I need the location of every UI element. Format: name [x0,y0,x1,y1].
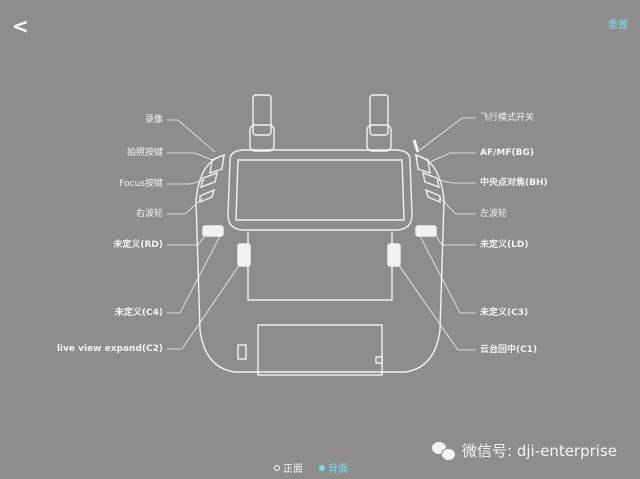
label-flight-mode: 飞行模式开关 [480,113,535,123]
tab-front[interactable]: 正面 [274,460,303,475]
label-c3: 未定义(C3) [480,308,529,318]
watermark-text: 微信号: dji-enterprise [462,442,618,460]
label-record: 录像 [144,115,163,125]
label-focus: Focus按键 [119,179,163,189]
tab-front-label: 正面 [283,464,303,475]
tab-back[interactable]: 背面 [319,460,348,475]
button-rd [202,225,224,237]
button-c4 [237,243,251,267]
controller-body [195,154,445,373]
tab-back-label: 背面 [328,464,348,475]
controller-top [227,149,413,231]
chevron-left-icon: < [12,14,29,38]
label-rd: 未定义(RD) [113,240,163,250]
label-left-dial: 左波轮 [480,209,508,219]
button-c3 [387,243,401,267]
label-c2: live view expand(C2) [56,344,163,354]
label-right-dial: 右波轮 [135,209,163,219]
radio-dot-icon [274,464,280,471]
label-c4: 未定义(C4) [114,308,163,318]
label-shutter: 拍照按键 [126,148,163,158]
antenna-left [249,94,275,152]
button-ld [415,225,437,237]
back-button[interactable]: < [12,14,29,38]
reset-button[interactable]: 重置 [608,20,628,31]
label-ld: 未定义(LD) [480,240,529,250]
label-c1: 云台回中(C1) [480,345,538,355]
label-bg: AF/MF(BG) [480,148,534,158]
antenna-right [366,94,392,152]
view-tabs: 正面 背面 [274,460,348,475]
label-bh: 中央点对焦(BH) [480,178,548,188]
watermark: 微信号: dji-enterprise [432,440,617,461]
wechat-icon [432,441,456,461]
radio-dot-icon [319,464,325,471]
